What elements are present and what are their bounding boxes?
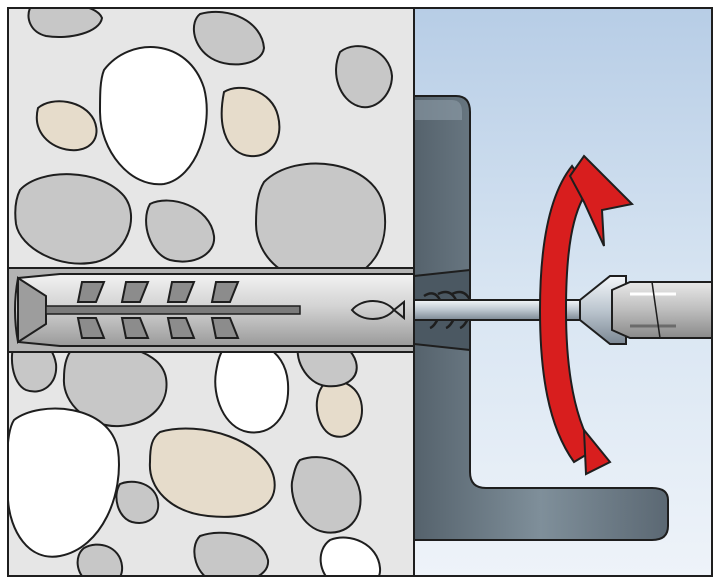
screwdriver-icon — [611, 281, 713, 339]
fish-logo-icon — [350, 299, 405, 321]
frame — [7, 7, 713, 577]
screw-shank — [413, 299, 601, 321]
bracket-highlight — [414, 100, 462, 120]
rotation-arrow-icon — [538, 154, 635, 476]
aggregate-stones — [8, 8, 394, 576]
wall-plug — [14, 273, 415, 347]
